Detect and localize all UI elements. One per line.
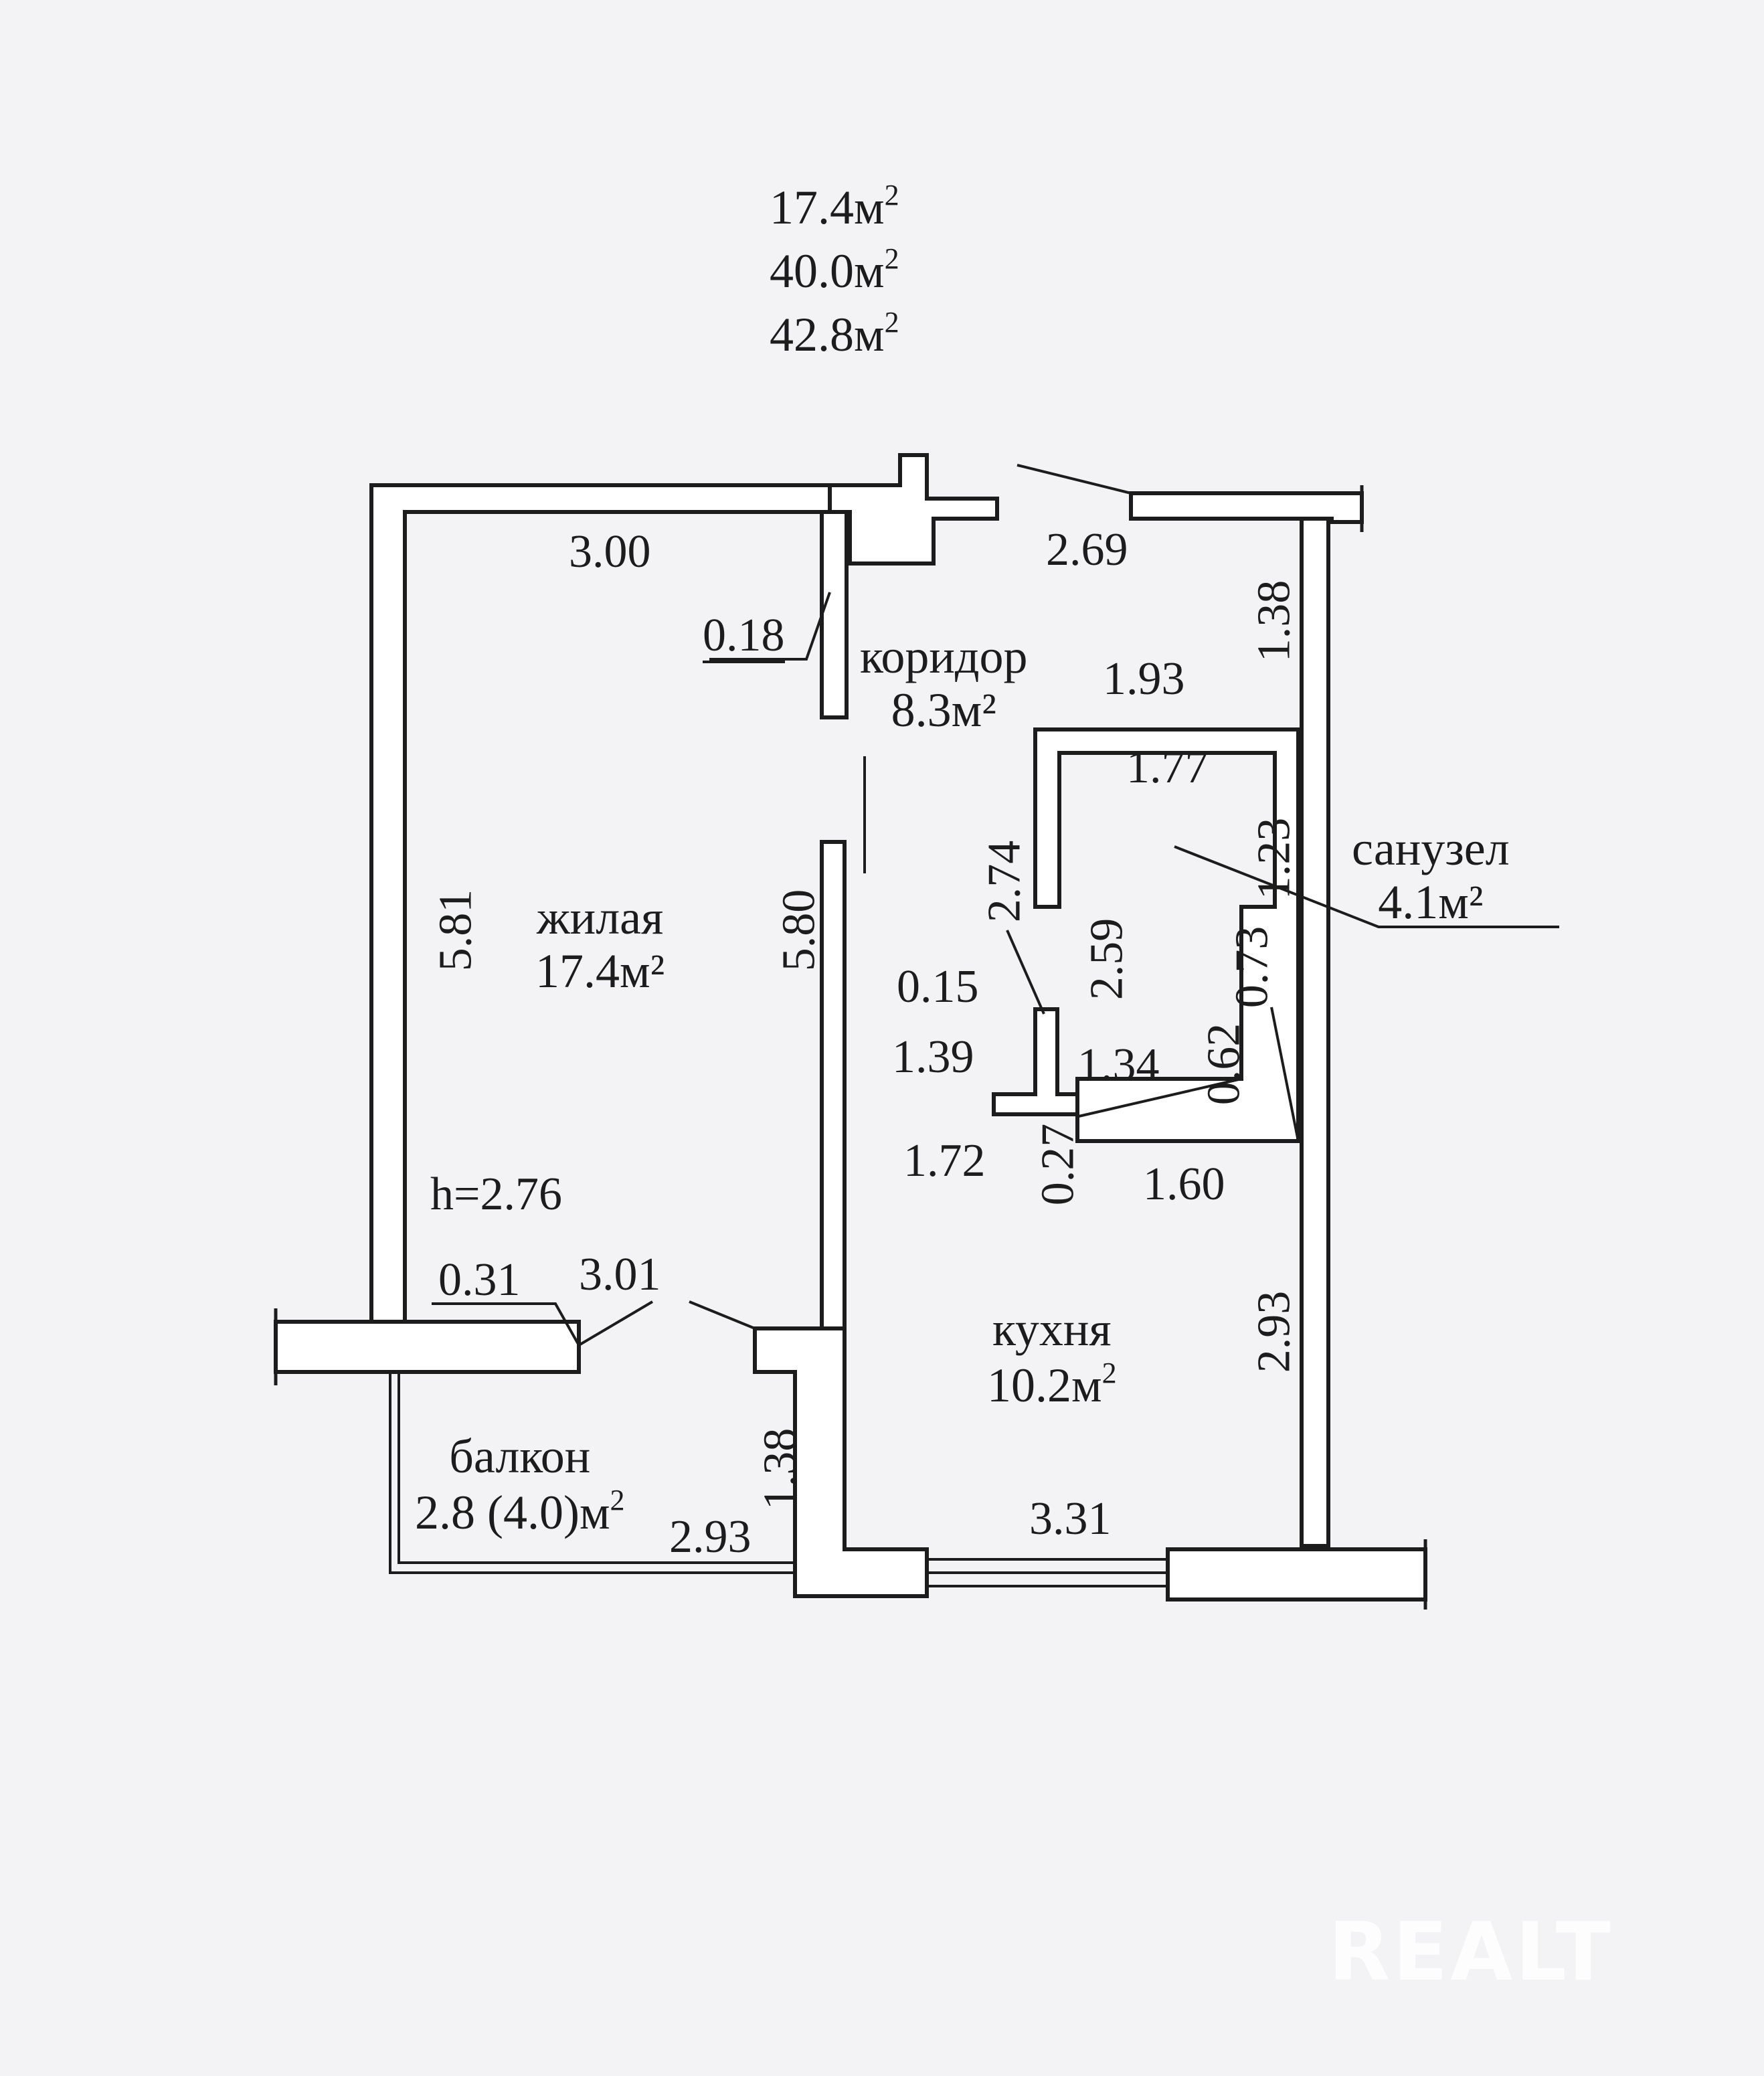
kitchen-name: кухня [992, 1302, 1112, 1356]
corridor-name: коридор [860, 630, 1028, 683]
unit-superscript: 2 [884, 242, 899, 275]
kitchen-corner-wall [753, 1326, 929, 1598]
dim-bath-small: 0.62 [1198, 1023, 1250, 1106]
dim-living-top: 3.00 [569, 526, 651, 578]
leader-balcony-door [689, 1300, 756, 1330]
dim-bath-right: 1.23 [1248, 817, 1300, 900]
partition-lower [820, 840, 847, 1330]
corridor-label: коридор 8.3м² [860, 632, 1028, 734]
balcony-area: 2.8 (4.0)м [415, 1486, 610, 1539]
dim-corridor-bottom: 1.93 [1103, 653, 1185, 705]
dim-kitchen-160: 1.60 [1143, 1158, 1225, 1210]
right-outer-wall [1300, 517, 1330, 1548]
bathroom-name: санузел [1352, 822, 1510, 875]
total-area-line-1: 17.4м2 [770, 181, 899, 232]
dim-wall-018: 0.18 [703, 612, 785, 663]
dim-bath-left-259: 2.59 [1081, 918, 1133, 1001]
unit-superscript: 2 [884, 179, 899, 211]
corridor-top-wall [828, 453, 999, 566]
realt-watermark: REALT [1328, 1906, 1613, 1999]
total-area-line-2: 40.0м2 [770, 242, 899, 298]
dim-corridor-right: 1.38 [1248, 580, 1300, 663]
dim-balcony-301: 3.01 [579, 1249, 661, 1300]
dim-kitchen-172: 1.72 [903, 1135, 986, 1187]
kitchen-area: 10.2м [987, 1359, 1102, 1412]
balcony-name: балкон [449, 1430, 591, 1483]
niche-walls [992, 1007, 1079, 1116]
balcony-outline [389, 1372, 795, 1574]
living-room-name: жилая [536, 891, 664, 944]
dim-balcony-293: 2.93 [669, 1511, 752, 1563]
leader-015 [1006, 930, 1045, 1015]
dim-corridor-top: 2.69 [1046, 524, 1128, 576]
leader-bathroom [1174, 845, 1559, 928]
corridor-area: 8.3м² [891, 683, 996, 737]
bathroom-label: санузел 4.1м² [1352, 825, 1510, 926]
balcony-area-line: 2.8 (4.0)м2 [415, 1486, 625, 1537]
partition-upper [820, 510, 849, 719]
leader-018 [709, 592, 831, 661]
dim-living-right: 5.80 [773, 889, 825, 972]
dim-ceiling-height: h=2.76 [430, 1169, 562, 1220]
unit-superscript: 2 [1101, 1357, 1117, 1389]
dim-living-left: 5.81 [430, 889, 482, 972]
dim-niche-015: 0.15 [897, 961, 979, 1013]
unit-superscript: 2 [884, 306, 899, 339]
balcony-wall [274, 1320, 581, 1374]
dim-bath-top: 1.77 [1126, 742, 1209, 793]
dim-kitchen-right: 2.93 [1248, 1290, 1300, 1373]
dim-balcony-031: 0.31 [438, 1254, 521, 1306]
kitchen-window [927, 1558, 1168, 1587]
dim-balcony-138: 1.38 [754, 1428, 806, 1510]
dim-corridor-left-274: 2.74 [978, 840, 1031, 923]
bathroom-area: 4.1м² [1378, 875, 1484, 929]
leader-301 [578, 1300, 654, 1347]
total-area-line-3: 42.8м2 [770, 308, 899, 359]
dim-niche-134: 1.34 [1077, 1039, 1160, 1091]
balcony-outline-inner [398, 1372, 795, 1564]
leader-031 [432, 1302, 580, 1346]
kitchen-bottom-wall [1166, 1547, 1427, 1602]
bath-diagonal [1078, 1007, 1300, 1142]
total-with-balcony: 42.8м [770, 308, 885, 361]
dim-bath-step: 0.73 [1226, 926, 1278, 1009]
dim-kitchen-bottom: 3.31 [1029, 1493, 1112, 1545]
unit-superscript: 2 [610, 1484, 625, 1517]
balcony-label: балкон 2.8 (4.0)м2 [415, 1432, 625, 1537]
kitchen-label: кухня 10.2м2 [987, 1305, 1117, 1409]
living-area-total: 17.4м [770, 181, 885, 234]
dim-niche-027: 0.27 [1032, 1123, 1084, 1206]
general-area-total: 40.0м [770, 244, 885, 298]
living-room-area: 17.4м² [535, 944, 665, 998]
living-room-label: жилая 17.4м² [535, 893, 665, 995]
kitchen-area-line: 10.2м2 [987, 1357, 1117, 1412]
dim-niche-139: 1.39 [892, 1031, 974, 1083]
entry-door-swing [1017, 464, 1132, 495]
